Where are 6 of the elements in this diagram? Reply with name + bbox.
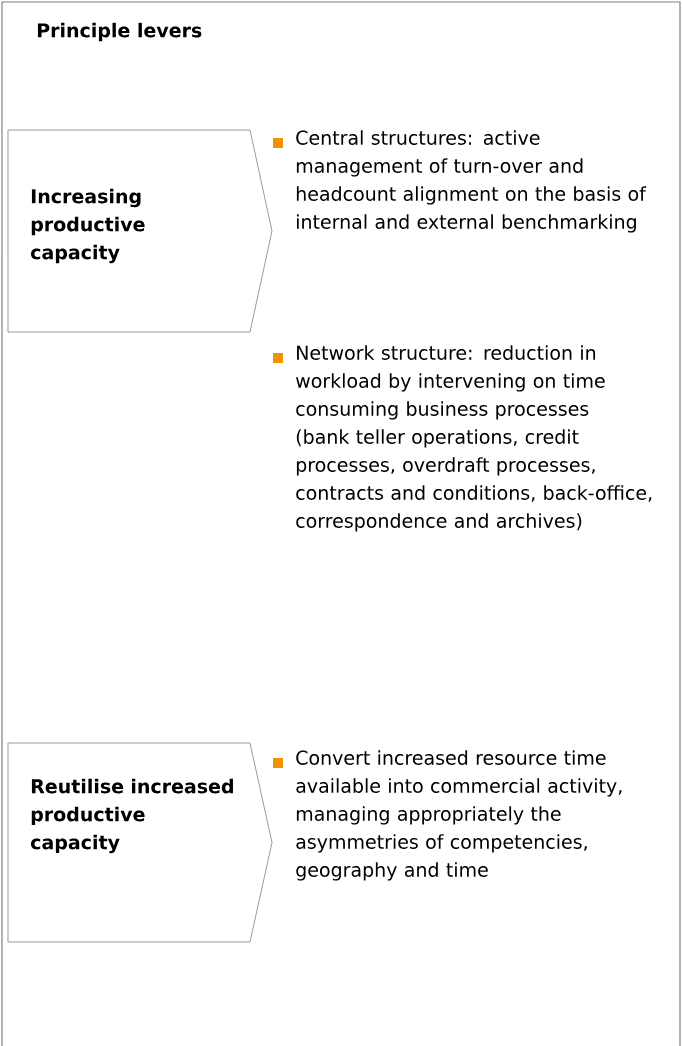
chevron-box: Increasing productive capacity [7, 129, 273, 333]
bullet-text: Convert increased resource time available into commercial activity, managing appropriately the asymmetries of competencies, geography and time [296, 750, 622, 881]
bullet-text: Central structures: active management of turn-over and headcount alignment on the basis of internal and external benchmarking [296, 130, 647, 233]
title: Principle levers [37, 22, 202, 42]
chevron-box: Reutilise increased productive capacity [7, 742, 273, 943]
bullet-text: Network structure: reduction in workload by intervening on time consuming business processes (bank teller operations, credit processes, overdraft processes, contracts and conditions, back-office, correspondence and archives) [296, 345, 652, 532]
